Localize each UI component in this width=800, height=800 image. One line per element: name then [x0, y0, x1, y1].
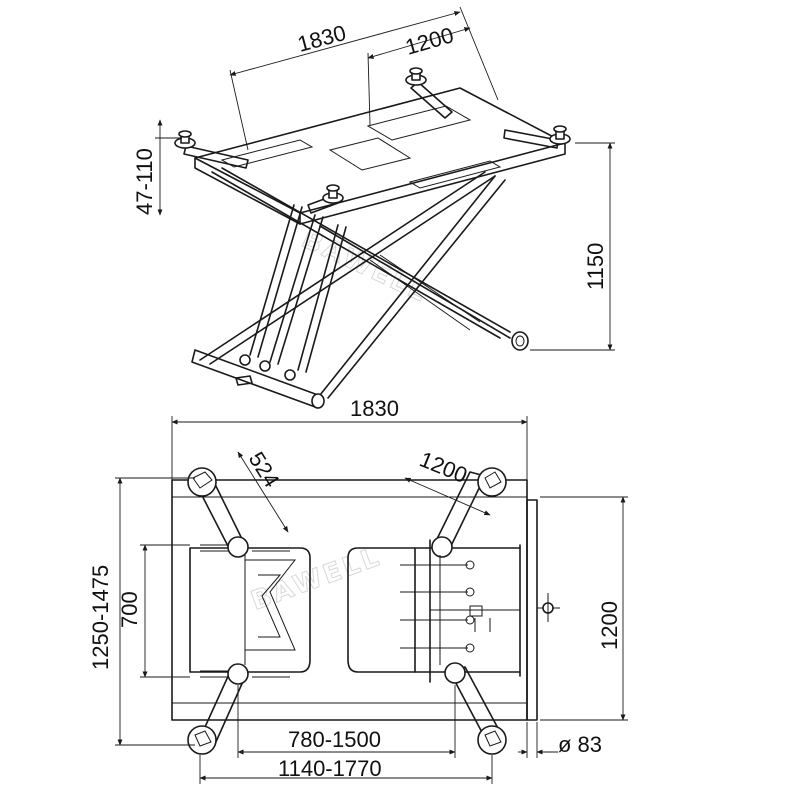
top-dimensions: 1830 1200 47-110 1150	[132, 6, 615, 351]
dim-arm-length: 524	[244, 447, 285, 491]
dim-top-width: 1200	[402, 22, 456, 60]
plan-dimensions: 1830 524 1200 1250-1475 700 1200 780-150…	[88, 396, 628, 784]
arm-bottom-right	[444, 662, 507, 755]
dim-arm-width: 1200	[416, 446, 471, 488]
watermark-bottom: BAWELL	[247, 542, 385, 617]
arm-top-right	[431, 467, 507, 558]
dim-max-height: 1150	[583, 243, 608, 290]
dim-plan-length: 1830	[350, 396, 399, 421]
dim-inner-width: 700	[117, 591, 142, 628]
dim-outer-span: 1140-1770	[278, 756, 382, 781]
dim-top-length: 1830	[295, 20, 349, 57]
arm-top-left	[187, 467, 249, 558]
dim-pad-height: 47-110	[132, 148, 157, 215]
scissor-lift-plan	[171, 467, 560, 755]
dim-outer-width: 1250-1475	[88, 565, 113, 670]
scissor-lift-isometric	[174, 67, 571, 409]
dim-base-width: 1200	[597, 601, 622, 650]
dim-diameter: ø 83	[558, 732, 602, 757]
arm-bottom-left	[187, 663, 249, 755]
dim-inner-span: 780-1500	[288, 727, 381, 752]
